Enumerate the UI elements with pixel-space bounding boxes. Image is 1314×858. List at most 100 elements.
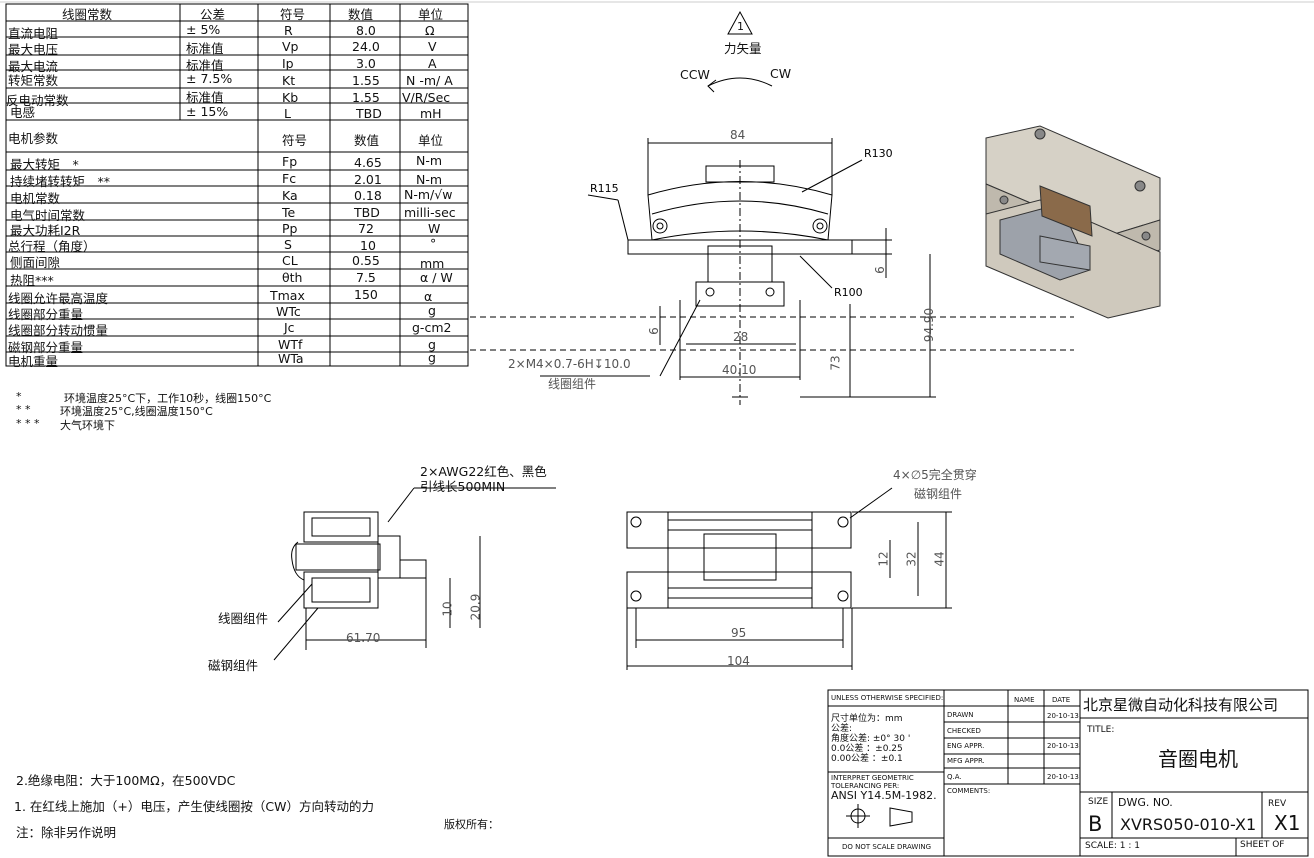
- scale-label: SCALE: 1 : 1: [1085, 841, 1140, 851]
- size-value: B: [1088, 812, 1103, 836]
- motor-row-symbol: θth: [282, 270, 303, 285]
- mfg-appr-label: MFG APPR.: [947, 757, 985, 765]
- motor-row-value: 150: [354, 287, 378, 302]
- dim-104: 104: [727, 654, 750, 668]
- coil-row-tol: 标准值: [186, 41, 224, 56]
- motor-row-symbol: WTf: [278, 337, 303, 352]
- drawn-date: 20-10-13: [1047, 712, 1079, 720]
- rev-label: REV: [1268, 799, 1287, 809]
- do-not-scale: DO NOT SCALE DRAWING: [842, 843, 932, 851]
- note-mark: * * *: [16, 417, 40, 430]
- dwg-no-value: XVRS050-010-X1: [1120, 815, 1257, 834]
- dim-28: 28: [733, 330, 749, 344]
- unless-note: 注：除非另作说明: [16, 825, 117, 840]
- wire-length: 引线长500MIN: [420, 479, 506, 494]
- name-header: NAME: [1014, 696, 1035, 704]
- ccw-label: CCW: [680, 67, 710, 82]
- motor-row-value: 72: [358, 221, 374, 236]
- note-mark: *: [16, 390, 22, 403]
- qa-label: Q.A.: [947, 773, 962, 781]
- dim-r130: R130: [864, 147, 893, 160]
- magnet-assembly-label-front: 磁钢组件: [914, 487, 963, 501]
- drawing-title: 音圈电机: [1158, 747, 1238, 771]
- dim-84: 84: [730, 128, 746, 142]
- sheet-label: SHEET OF: [1240, 840, 1285, 850]
- motor-row-unit: α / W: [420, 270, 453, 285]
- motor-row-symbol: WTc: [276, 304, 301, 319]
- dim-20-9: 20.9: [468, 593, 483, 621]
- coil-row-tol: ± 15%: [186, 104, 229, 119]
- dim-r100: R100: [834, 286, 863, 299]
- dim-40-10: 40.10: [722, 363, 757, 377]
- dim-95: 95: [731, 626, 747, 640]
- dim-44: 44: [932, 551, 947, 567]
- dim-61-70: 61.70: [346, 631, 381, 645]
- dim-r115: R115: [590, 182, 619, 195]
- motor-header-symbol: 符号: [282, 133, 308, 148]
- angle-tolerance: 角度公差: ±0° 30 ': [831, 734, 911, 744]
- direction-note: 1. 在红线上施加（+）电压，产生使线圈按（CW）方向转动的力: [14, 799, 374, 814]
- motor-row-label: 热阻***: [10, 273, 54, 288]
- motor-row-unit: °: [430, 236, 437, 251]
- coil-row-symbol: Kb: [282, 90, 299, 105]
- motor-row-value: 0.18: [354, 188, 382, 203]
- dim-94-90: 94.90: [922, 307, 937, 343]
- motor-row-unit: W: [428, 221, 441, 236]
- dim-12: 12: [876, 551, 891, 567]
- size-label: SIZE: [1088, 797, 1109, 807]
- motor-row-unit: N-m/√w: [404, 187, 453, 202]
- motor-row-unit: N-m: [416, 153, 443, 168]
- motor-row-value: TBD: [354, 205, 380, 220]
- tolerance-1: 0.0公差 ：±0.25: [831, 744, 903, 754]
- dim-73: 73: [828, 355, 843, 371]
- motor-row-symbol: Te: [282, 205, 296, 220]
- holes-callout: 4×∅5完全贯穿: [893, 468, 977, 482]
- eng-appr-date: 20-10-13: [1047, 742, 1079, 750]
- coil-assembly-label-side: 线圈组件: [218, 611, 269, 626]
- force-vector-label: 力矢量: [724, 41, 762, 56]
- coil-row-unit: V/R/Sec: [402, 90, 451, 105]
- coil-row-tol: 标准值: [186, 58, 224, 73]
- dim-32: 32: [904, 551, 919, 567]
- coil-header-value: 数值: [348, 7, 374, 22]
- motor-row-unit: g: [428, 350, 436, 365]
- eng-appr-label: ENG APPR.: [947, 742, 985, 750]
- coil-row-label: 转矩常数: [8, 73, 59, 88]
- motor-header-unit: 单位: [418, 133, 444, 148]
- wire-spec: 2×AWG22红色、黑色: [420, 464, 547, 479]
- motor-row-unit: mm: [420, 256, 445, 271]
- motor-row-unit: g-cm2: [412, 320, 452, 335]
- coil-row-value: 1.55: [352, 90, 380, 105]
- note-text: 环境温度25°C下，工作10秒，线圈150°C: [64, 392, 272, 405]
- tolerance-label: 公差:: [831, 724, 853, 734]
- motor-row-label: 磁钢部分重量: [8, 340, 84, 355]
- tolerance-2: 0.00公差 ：±0.1: [831, 754, 903, 764]
- coil-row-symbol: Ip: [282, 56, 294, 71]
- motor-row-unit: milli-sec: [404, 205, 456, 220]
- motor-row-symbol: Fp: [282, 154, 298, 169]
- motor-row-label: 电气时间常数: [10, 208, 86, 223]
- motor-row-unit: g: [428, 337, 436, 352]
- motor-row-label: 线圈部分转动惯量: [8, 323, 109, 338]
- motor-row-symbol: Jc: [284, 320, 295, 335]
- dim-6-right: 6: [872, 266, 887, 274]
- coil-row-label: 反电动常数: [6, 93, 69, 108]
- coil-row-symbol: Vp: [282, 39, 299, 54]
- motor-row-unit: α: [424, 289, 433, 304]
- motor-row-label: 总行程（角度）: [8, 239, 96, 254]
- unless-specified: UNLESS OTHERWISE SPECIFIED:: [831, 694, 944, 702]
- note-text: 环境温度25°C,线圈温度150°C: [60, 405, 213, 418]
- ansi-standard: ANSI Y14.5M-1982.: [831, 789, 937, 802]
- motor-row-label: 最大转矩 *: [10, 157, 79, 172]
- drawn-label: DRAWN: [947, 711, 974, 719]
- title-label: TITLE:: [1087, 725, 1115, 735]
- coil-header-unit: 单位: [418, 7, 444, 22]
- motor-row-label: 最大功耗I2R: [10, 223, 81, 238]
- motor-row-unit: N-m: [416, 172, 443, 187]
- coil-assembly-label-top: 线圈组件: [548, 377, 597, 391]
- motor-row-symbol: Tmax: [270, 288, 305, 303]
- motor-row-value: 7.5: [356, 270, 376, 285]
- coil-row-tol: ± 7.5%: [186, 71, 233, 86]
- motor-row-label: 线圈允许最高温度: [8, 291, 109, 306]
